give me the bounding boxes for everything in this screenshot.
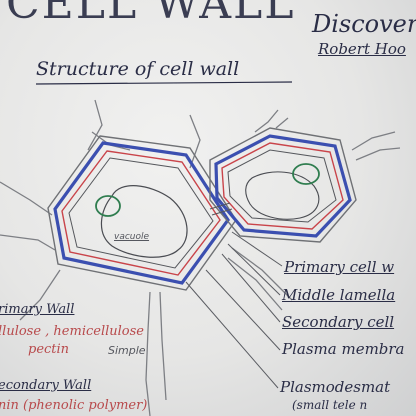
- right-cell-primary-wall: [221, 142, 344, 230]
- label-plasmodesmata: Plasmodesmat: [280, 378, 391, 396]
- discoverer-name: Robert Hoo: [318, 40, 406, 58]
- note-cellulose: llulose , hemicellulose: [0, 324, 144, 339]
- left-cell-nucleus: [95, 195, 121, 217]
- right-cell-nucleus: [292, 163, 320, 185]
- note-primary-wall: rimary Wall: [0, 302, 75, 317]
- label-plasmodesmata-note: (small tele n: [292, 398, 368, 412]
- vacuole-label: vacuole: [114, 232, 150, 242]
- left-cell-plasma-membrane: [68, 157, 214, 269]
- label-plasma-membrane: Plasma membra: [282, 340, 405, 358]
- left-cell-outer-wall: [47, 135, 237, 291]
- leader-lines: [185, 231, 283, 389]
- note-simple: Simple: [108, 344, 146, 357]
- right-cell-plasma-membrane: [227, 149, 337, 223]
- note-lignin: nin (phenolic polymer): [0, 398, 148, 413]
- left-cell-middle-lamella: [53, 141, 230, 285]
- plasmodesma: [209, 202, 233, 216]
- note-secondary-wall: econdary Wall: [0, 378, 92, 393]
- page-heading: CELL WALL: [6, 0, 296, 29]
- left-cell: [47, 135, 237, 291]
- neighbour-walls: [0, 99, 401, 416]
- right-cell-outer-wall: [209, 127, 357, 243]
- right-cell-vacuole: [245, 171, 320, 220]
- label-secondary-cell-wall: Secondary cell: [282, 313, 395, 331]
- diagram-title: Structure of cell wall: [36, 58, 240, 80]
- note-pectin: pectin: [28, 342, 70, 357]
- right-cell: [209, 127, 357, 243]
- label-primary-cell-wall: Primary cell w: [284, 258, 395, 276]
- right-cell-middle-lamella: [214, 134, 352, 238]
- subtitle-underline: [35, 81, 293, 85]
- discovered-text: Discover: [312, 10, 416, 38]
- label-middle-lamella: Middle lamella: [282, 286, 396, 304]
- left-cell-primary-wall: [61, 150, 221, 276]
- vacuole-outline: [100, 185, 188, 258]
